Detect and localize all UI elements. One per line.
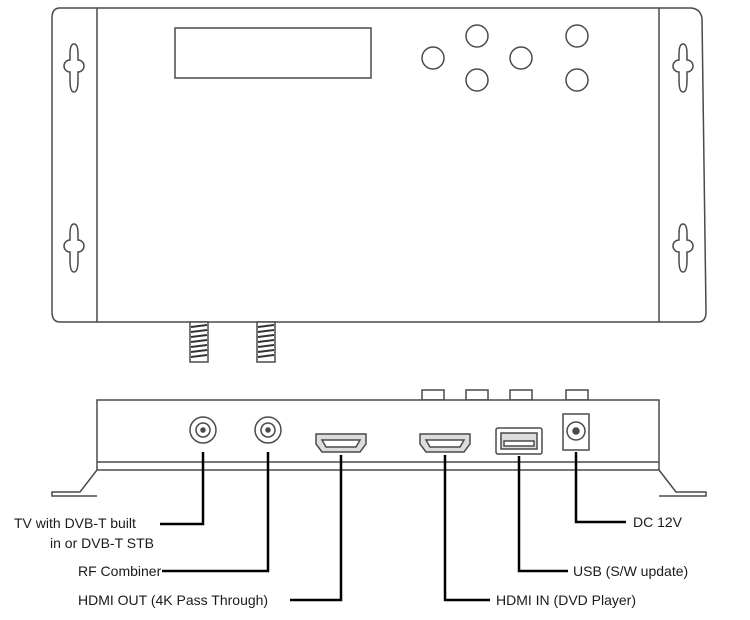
right-lower-keyhole-slot xyxy=(672,223,694,273)
leader-dc xyxy=(574,452,626,524)
dc-jack-icon xyxy=(562,413,590,451)
left-upper-keyhole-slot xyxy=(63,43,85,93)
usb-port-icon xyxy=(495,427,543,455)
button-5-icon xyxy=(565,24,589,48)
right-mounting-ear xyxy=(659,7,707,323)
label-tv-line1: TV with DVB-T built xyxy=(14,515,136,531)
hdmi-in-port-icon xyxy=(419,433,471,453)
rf-out-port-icon xyxy=(254,416,282,444)
hdmi-out-port-icon xyxy=(315,433,367,453)
right-upper-keyhole-slot xyxy=(672,43,694,93)
side-button-3 xyxy=(509,389,533,401)
leader-usb xyxy=(517,456,568,573)
rf-in-port-icon xyxy=(189,416,217,444)
side-button-2 xyxy=(465,389,489,401)
label-tv-line2: in or DVB-T STB xyxy=(50,535,154,551)
front-buttons xyxy=(421,24,589,92)
button-2-icon xyxy=(465,24,489,48)
label-hdmi-in: HDMI IN (DVD Player) xyxy=(496,592,637,608)
label-hdmi-out: HDMI OUT (4K Pass Through) xyxy=(78,592,269,608)
device-rear-view xyxy=(51,389,707,497)
device-body-top xyxy=(96,7,660,323)
coax-connector-1 xyxy=(189,321,209,363)
leader-tv xyxy=(160,452,205,526)
right-flange xyxy=(658,469,707,497)
leader-rf-combiner xyxy=(162,452,270,573)
button-6-icon xyxy=(565,68,589,92)
device-top-view xyxy=(51,7,707,363)
side-button-1 xyxy=(421,389,445,401)
label-rf-combiner: RF Combiner xyxy=(78,563,162,579)
left-mounting-ear xyxy=(51,7,97,323)
leader-hdmi-in xyxy=(443,455,490,602)
leader-hdmi-out xyxy=(290,455,343,602)
leader-lines xyxy=(160,452,626,602)
label-dc: DC 12V xyxy=(633,514,683,530)
button-1-icon xyxy=(421,46,445,70)
left-lower-keyhole-slot xyxy=(63,223,85,273)
left-flange xyxy=(51,469,98,497)
label-usb: USB (S/W update) xyxy=(573,563,689,579)
lcd-display xyxy=(174,27,372,79)
button-4-icon xyxy=(509,46,533,70)
side-button-4 xyxy=(565,389,589,401)
coax-connector-2 xyxy=(256,321,276,363)
button-3-icon xyxy=(465,68,489,92)
